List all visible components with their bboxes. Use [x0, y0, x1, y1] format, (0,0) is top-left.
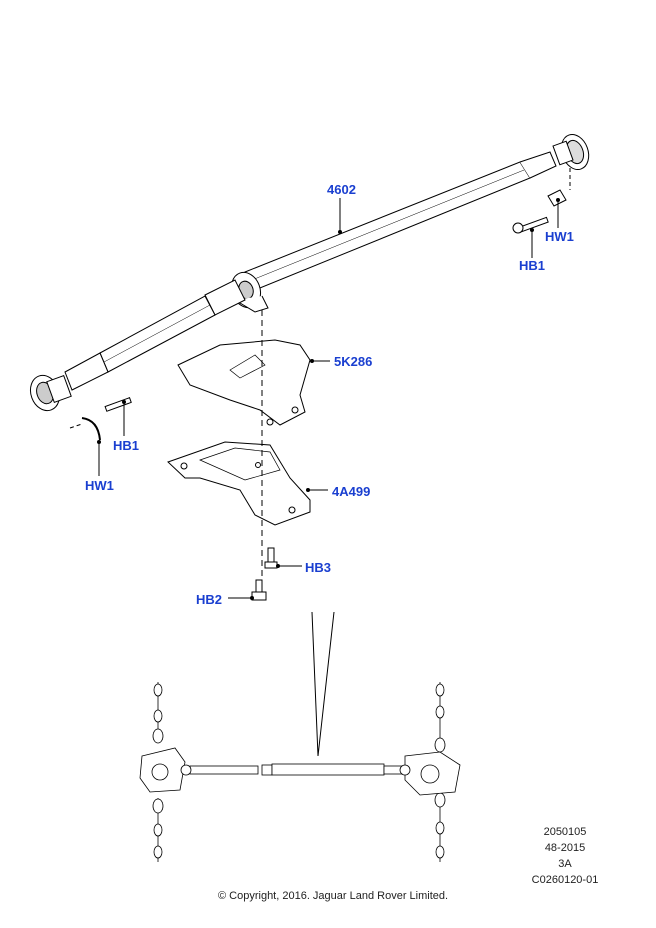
left-hardware — [69, 397, 132, 441]
reference-line-1: 2050105 — [543, 826, 587, 838]
reference-line-3: 3A — [558, 858, 572, 870]
callout-hb2: HB2 — [196, 592, 223, 607]
callout-hb3: HB3 — [305, 560, 332, 575]
zoom-pointer — [311, 611, 335, 757]
reference-line-4: C0260120-01 — [531, 874, 599, 886]
reference-line-2: 48-2015 — [544, 842, 586, 854]
right-hardware — [512, 168, 571, 234]
callout-hw1-left: HW1 — [85, 478, 114, 493]
callout-hb1-right: HB1 — [519, 258, 546, 273]
callout-heat-shield: 5K286 — [334, 354, 373, 369]
reference-block: 2050105 48-2015 3A C0260120-01 — [520, 824, 610, 888]
callout-hw1-right: HW1 — [545, 229, 574, 244]
callout-hb1-left: HB1 — [113, 438, 140, 453]
drivetrain-overview — [139, 682, 461, 862]
propeller-shaft — [29, 134, 590, 412]
bolt-hb3 — [264, 547, 278, 569]
bolt-hb2 — [251, 579, 267, 601]
callout-bracket: 4A499 — [332, 484, 371, 499]
copyright-notice: © Copyright, 2016. Jaguar Land Rover Lim… — [218, 890, 449, 902]
callout-propshaft: 4602 — [327, 182, 356, 197]
heat-shield — [177, 339, 311, 426]
